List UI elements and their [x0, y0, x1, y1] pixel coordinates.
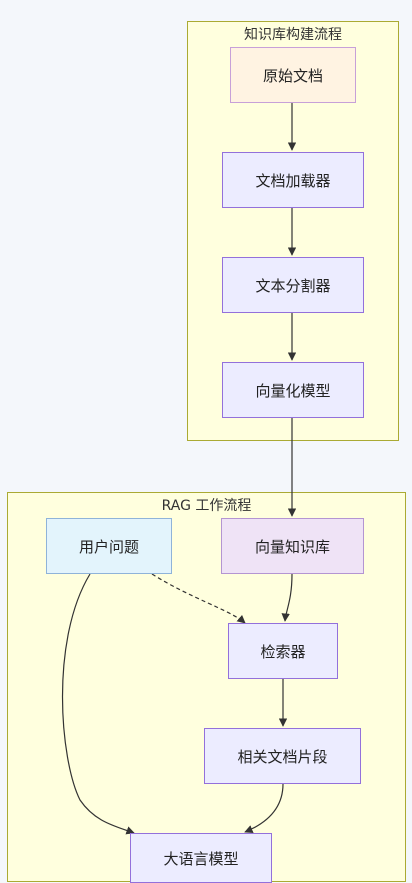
node-raw-document: 原始文档	[230, 47, 356, 103]
node-user-question: 用户问题	[46, 518, 172, 574]
node-retriever: 检索器	[228, 623, 338, 679]
cluster-title-rag-workflow: RAG 工作流程	[161, 498, 252, 514]
node-document-loader: 文档加载器	[222, 152, 364, 208]
edge-kb-to-retriever	[281, 573, 293, 622]
edge-chunks-to-llm	[244, 783, 284, 834]
node-vectorization-model: 向量化模型	[222, 362, 364, 418]
node-large-language-model: 大语言模型	[130, 833, 272, 883]
cluster-title-knowledge-base-build: 知识库构建流程	[244, 27, 342, 43]
edge-question-to-llm	[61, 573, 135, 835]
node-related-document-chunks: 相关文档片段	[204, 728, 361, 784]
node-vector-knowledge-base: 向量知识库	[221, 518, 364, 574]
edge-question-to-retriever	[151, 573, 246, 624]
node-text-splitter: 文本分割器	[222, 257, 364, 313]
